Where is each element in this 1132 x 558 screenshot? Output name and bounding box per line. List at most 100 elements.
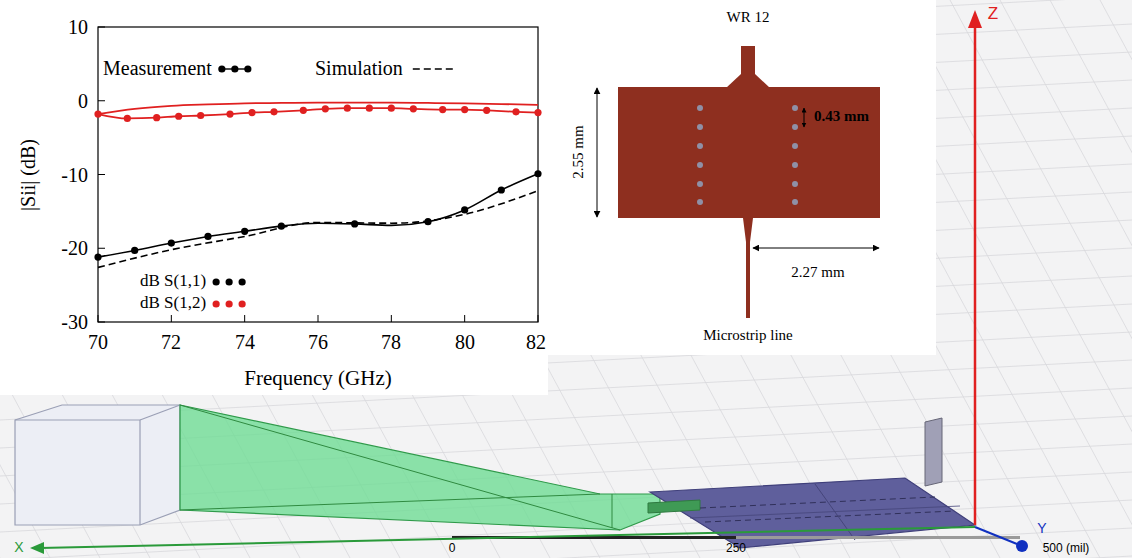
legend-dot <box>218 65 225 72</box>
s12-marker <box>388 105 395 112</box>
grid-line <box>0 528 1132 558</box>
tick-label: 72 <box>161 331 181 354</box>
s12-marker <box>461 106 468 113</box>
part-label: Microstrip line <box>703 327 793 344</box>
tick-label: 80 <box>455 331 475 354</box>
z-axis <box>974 26 977 525</box>
s11-marker <box>131 247 138 254</box>
via-row <box>700 497 935 508</box>
tick-mark <box>244 315 245 322</box>
s12-simulation-curve <box>98 103 538 114</box>
s12-marker <box>512 108 519 115</box>
waveguide-port-box <box>15 405 180 525</box>
tick-mark <box>98 315 99 322</box>
waveguide-port-edge <box>15 420 140 525</box>
s12-marker <box>226 110 233 117</box>
tick-mark <box>98 27 105 28</box>
taper-edge <box>180 405 620 530</box>
tick-label: 74 <box>235 331 255 354</box>
dimension-label: 2.27 mm <box>791 264 844 281</box>
plot-frame <box>98 27 538 322</box>
z-axis-arrowhead <box>968 10 982 28</box>
scale-bar <box>736 536 1020 539</box>
s12-marker <box>322 105 329 112</box>
legend-label: dB S(1,2) <box>140 293 206 313</box>
axis-title: Frequency (GHz) <box>244 366 392 390</box>
s11-marker <box>498 186 505 193</box>
legend-label: Measurement <box>103 57 212 80</box>
dimension-label: 2.55 mm <box>570 125 587 178</box>
s12-marker <box>153 114 160 121</box>
s12-marker <box>94 110 101 117</box>
waveguide-probe <box>741 46 755 76</box>
tick-mark <box>318 315 319 322</box>
tick-mark <box>391 315 392 322</box>
grid-line <box>1100 0 1132 558</box>
legend-dot <box>213 278 220 285</box>
s11-marker <box>241 228 248 235</box>
tick-label: 82 <box>526 331 546 354</box>
s12-marker <box>439 106 446 113</box>
waveguide-port-edge <box>140 405 180 420</box>
taper-edge <box>180 494 600 510</box>
axis-label: Y <box>1037 520 1046 536</box>
x-axis <box>40 527 975 548</box>
tick-label: 0 <box>78 90 88 113</box>
s11-marker <box>94 254 101 261</box>
legend-sample <box>213 278 246 285</box>
s11-measurement-curve <box>98 174 538 257</box>
legend-sample <box>413 69 455 70</box>
tick-mark <box>98 248 105 249</box>
x-axis-arrowhead <box>30 542 44 554</box>
tick-mark <box>98 322 105 323</box>
legend-label: Simulation <box>315 57 403 80</box>
scale-label: 500 (mil) <box>1043 542 1090 556</box>
tick-mark <box>98 174 105 175</box>
legend-sample <box>218 65 251 72</box>
legend-label: dB S(1,1) <box>140 271 206 291</box>
grid-line <box>950 0 1132 558</box>
s11-marker <box>351 220 358 227</box>
dimension-arrow <box>597 88 598 217</box>
tick-label: -30 <box>61 311 88 334</box>
waveguide-taper <box>180 405 660 530</box>
axis-label: Z <box>988 4 998 24</box>
s12-measurement-curve <box>98 108 538 118</box>
transition-layout <box>597 46 880 318</box>
scale-label: 0 <box>449 542 456 556</box>
s12-marker <box>175 113 182 120</box>
plot-panel <box>0 0 548 395</box>
dimension-arrow <box>804 108 805 127</box>
dimension-label: 0.43 mm <box>814 108 869 125</box>
legend-dot <box>239 278 246 285</box>
tick-label: 78 <box>381 331 401 354</box>
s12-marker <box>300 107 307 114</box>
tick-mark <box>171 315 172 322</box>
tick-label: -20 <box>61 237 88 260</box>
s11-marker <box>424 218 431 225</box>
s11-simulation-curve <box>98 191 538 268</box>
layout-panel <box>548 0 936 355</box>
legend-line <box>413 68 455 70</box>
probe-feed <box>648 500 700 513</box>
legend-dot <box>226 300 233 307</box>
s12-marker <box>124 115 131 122</box>
substrate-board <box>618 87 880 218</box>
s12-marker <box>248 109 255 116</box>
s11-marker <box>278 223 285 230</box>
taper-edge <box>612 494 613 528</box>
legend-dot <box>213 300 220 307</box>
legend-sample <box>213 300 246 307</box>
tick-mark <box>98 100 105 101</box>
legend-dot <box>244 65 251 72</box>
s11-marker <box>204 233 211 240</box>
s-parameter-plot <box>94 27 541 322</box>
s11-marker <box>461 206 468 213</box>
legend-dot <box>239 300 246 307</box>
scale-label: 250 <box>726 542 746 556</box>
tick-label: 76 <box>308 331 328 354</box>
y-axis-end <box>1016 540 1028 552</box>
s12-marker <box>197 112 204 119</box>
microstrip-line <box>743 218 753 318</box>
